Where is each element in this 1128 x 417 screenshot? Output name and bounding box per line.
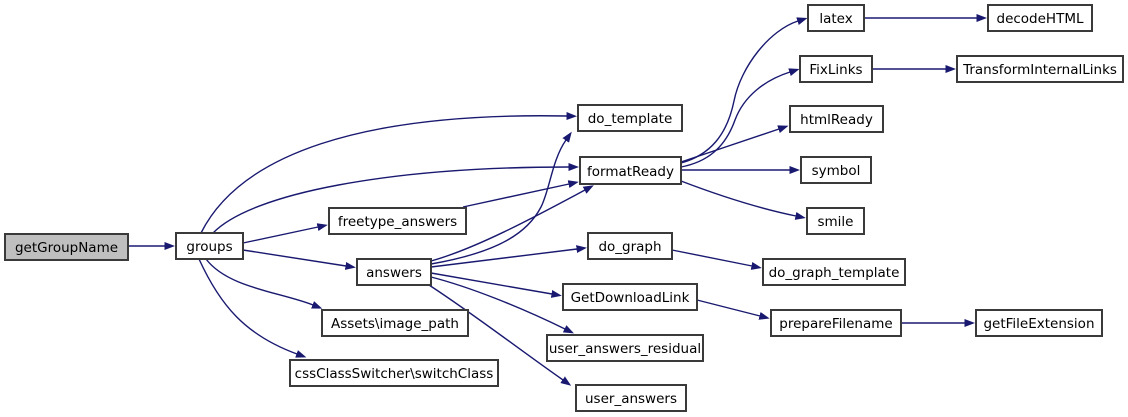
node-label: TransformInternalLinks bbox=[962, 62, 1117, 78]
node-label: user_answers bbox=[585, 391, 677, 407]
node-label: GetDownloadLink bbox=[571, 290, 690, 306]
edge-GetDownloadLink-prepareFilename bbox=[696, 299, 770, 320]
edge-formatReady-htmlReady bbox=[680, 125, 789, 163]
node-label: FixLinks bbox=[809, 62, 862, 78]
node-label: decodeHTML bbox=[997, 11, 1084, 27]
edge-formatReady-smile bbox=[680, 180, 806, 220]
node-label: do_graph_template bbox=[769, 265, 900, 281]
node-TransformInternalLinks[interactable]: TransformInternalLinks bbox=[956, 55, 1124, 83]
edge-answers-GetDownloadLink bbox=[430, 272, 562, 298]
node-do_graph_template[interactable]: do_graph_template bbox=[762, 258, 906, 286]
node-user_answers[interactable]: user_answers bbox=[575, 384, 687, 412]
edge-groups-formatReady bbox=[212, 163, 579, 234]
node-do_template[interactable]: do_template bbox=[577, 104, 683, 132]
node-label: smile bbox=[818, 214, 854, 230]
node-GetDownloadLink[interactable]: GetDownloadLink bbox=[562, 283, 698, 311]
node-symbol[interactable]: symbol bbox=[800, 156, 872, 184]
node-user_answers_residual[interactable]: user_answers_residual bbox=[546, 334, 704, 362]
edges bbox=[128, 14, 987, 386]
node-label: getFileExtension bbox=[983, 316, 1094, 332]
edge-answers-user_answers bbox=[428, 284, 572, 386]
node-label: do_template bbox=[588, 111, 673, 127]
node-do_graph[interactable]: do_graph bbox=[587, 232, 673, 260]
node-getGroupName[interactable]: getGroupName bbox=[4, 233, 129, 261]
edge-groups-cssClassSwitcher_switchClass bbox=[198, 258, 307, 358]
node-label: getGroupName bbox=[15, 240, 118, 256]
edge-answers-do_graph bbox=[430, 245, 587, 268]
edge-answers-do_template bbox=[430, 131, 572, 265]
node-decodeHTML[interactable]: decodeHTML bbox=[987, 4, 1093, 32]
node-label: prepareFilename bbox=[779, 316, 892, 332]
edge-do_graph-do_graph_template bbox=[671, 249, 762, 270]
node-label: htmlReady bbox=[800, 112, 873, 128]
node-freetype_answers[interactable]: freetype_answers bbox=[328, 207, 467, 235]
node-label: Assets\image_path bbox=[331, 316, 459, 332]
node-prepareFilename[interactable]: prepareFilename bbox=[770, 309, 902, 337]
node-label: do_graph bbox=[598, 239, 661, 255]
node-label: cssClassSwitcher\switchClass bbox=[295, 366, 494, 382]
edge-formatReady-FixLinks bbox=[680, 68, 800, 168]
node-label: freetype_answers bbox=[338, 214, 457, 230]
edge-formatReady-latex bbox=[680, 17, 808, 164]
node-answers[interactable]: answers bbox=[356, 258, 432, 286]
node-htmlReady[interactable]: htmlReady bbox=[789, 105, 884, 133]
edge-answers-formatReady bbox=[430, 185, 594, 262]
node-label: user_answers_residual bbox=[549, 341, 701, 357]
node-label: latex bbox=[819, 11, 852, 27]
node-assets-image_path[interactable]: Assets\image_path bbox=[321, 309, 469, 337]
edge-groups-assets_image_path bbox=[205, 258, 323, 309]
node-smile[interactable]: smile bbox=[806, 207, 865, 235]
edge-groups-answers bbox=[242, 249, 356, 270]
node-cssClassSwitcher-switchClass[interactable]: cssClassSwitcher\switchClass bbox=[289, 359, 499, 387]
node-FixLinks[interactable]: FixLinks bbox=[799, 55, 873, 83]
node-latex[interactable]: latex bbox=[807, 4, 865, 32]
node-groups[interactable]: groups bbox=[175, 232, 244, 260]
node-label: symbol bbox=[812, 163, 861, 179]
nodes: getGroupName groups freetype_answers ans… bbox=[4, 4, 1124, 412]
node-label: groups bbox=[186, 239, 232, 255]
node-getFileExtension[interactable]: getFileExtension bbox=[975, 309, 1103, 337]
node-label: formatReady bbox=[587, 164, 674, 180]
node-formatReady[interactable]: formatReady bbox=[579, 156, 682, 185]
node-label: answers bbox=[366, 265, 422, 281]
edge-groups-freetype_answers bbox=[242, 223, 328, 244]
edge-groups-do_template bbox=[200, 111, 577, 234]
edge-freetype_answers-formatReady bbox=[462, 180, 579, 208]
edge-answers-user_answers_residual bbox=[430, 276, 574, 334]
